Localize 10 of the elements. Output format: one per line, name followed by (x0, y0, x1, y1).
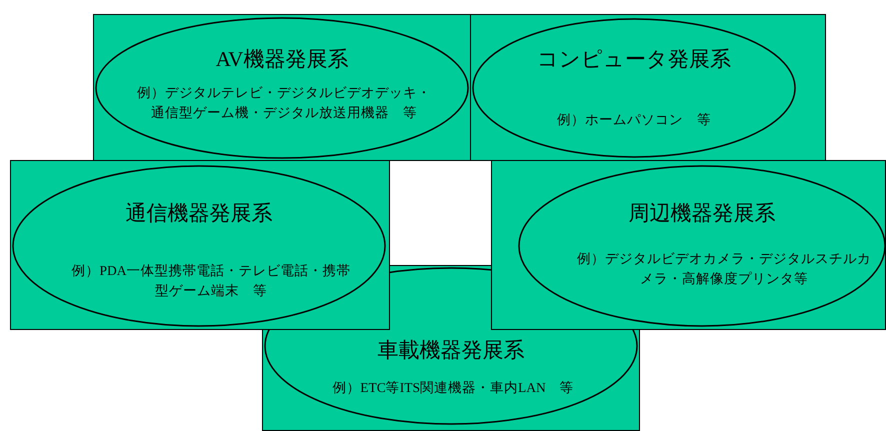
category-title: 車載機器発展系 (376, 337, 526, 364)
example-text: 例）デジタルビデオカメラ・デジタルスチルカメラ・高解像度プリンタ等 (576, 250, 872, 288)
category-title: コンピュータ発展系 (536, 46, 732, 73)
example-text: 例）デジタルテレビ・デジタルビデオデッキ・通信型ゲーム機・デジタル放送用機器 等 (136, 84, 432, 122)
example-text: 例）ETC等ITS関連機器・車内LAN 等 (331, 379, 575, 397)
example-text: 例）PDA一体型携帯電話・テレビ電話・携帯型ゲーム端末 等 (71, 262, 351, 300)
category-title: AV機器発展系 (214, 46, 350, 73)
category-title: 周辺機器発展系 (628, 200, 776, 227)
category-title: 通信機器発展系 (124, 200, 274, 227)
example-text: 例）ホームパソコン 等 (556, 111, 712, 129)
